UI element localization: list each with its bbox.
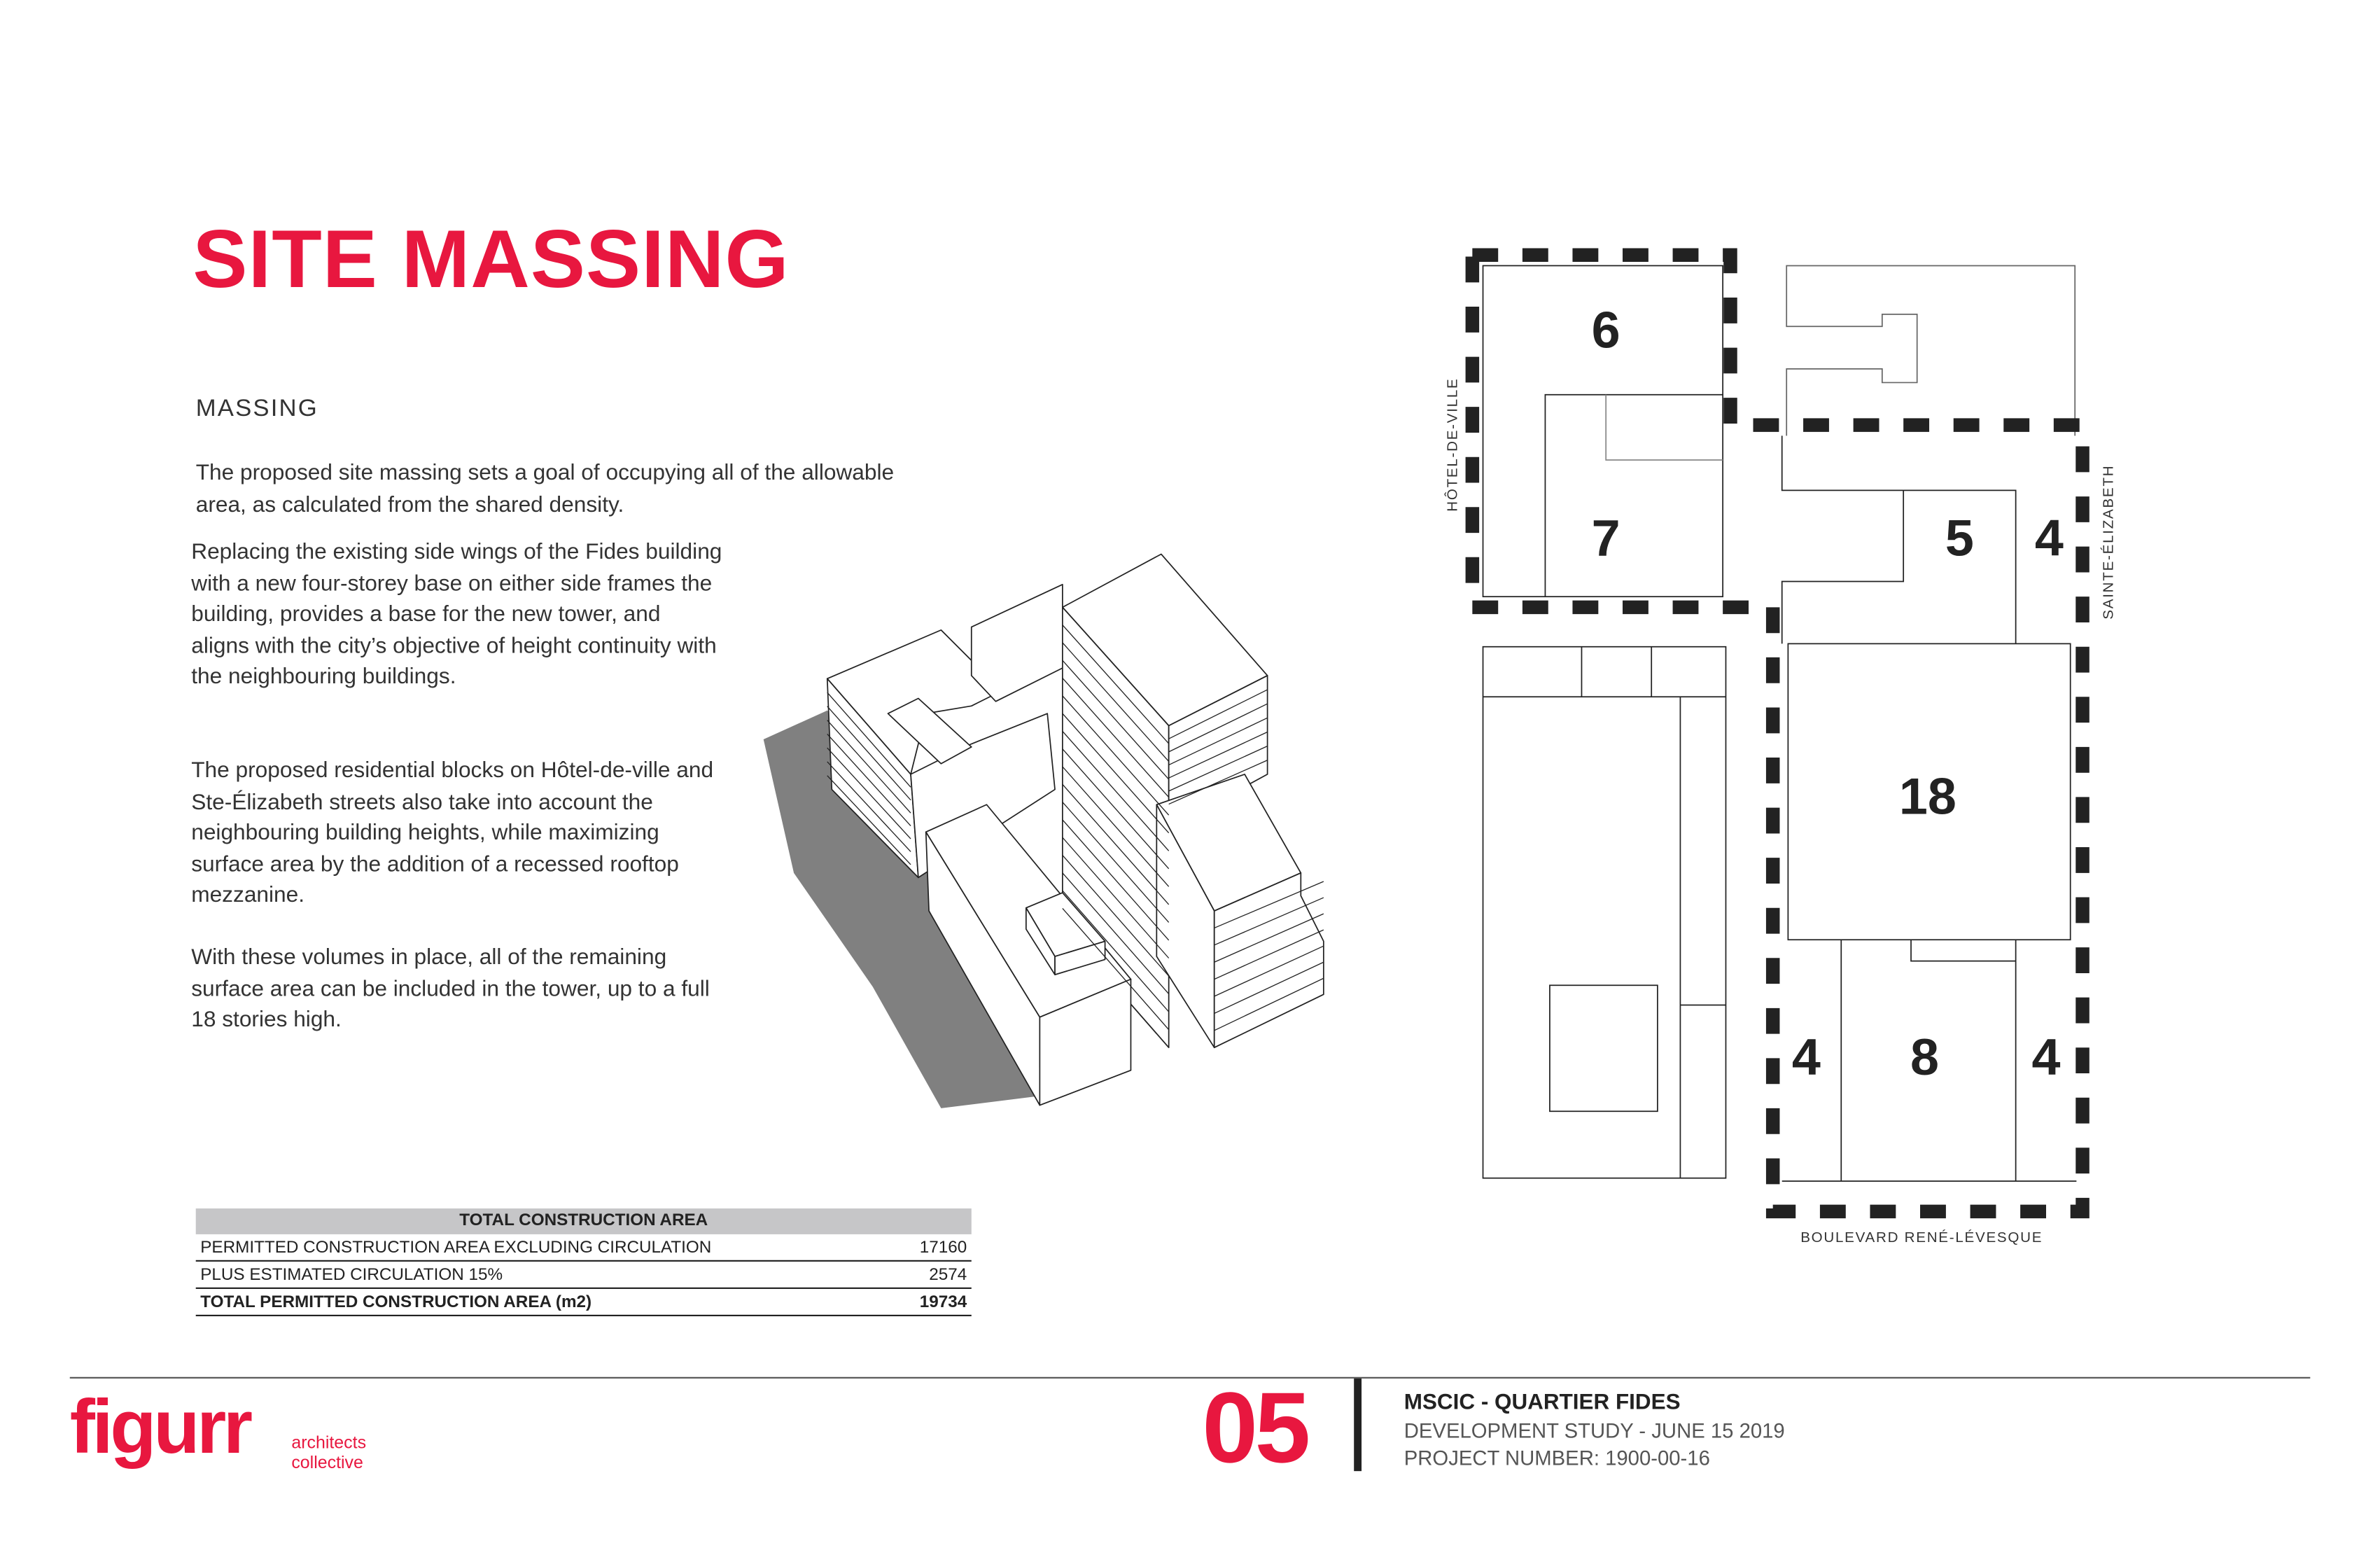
floor-line [1062,642,1170,762]
street-label-east: SAINTE-ÉLIZABETH [2100,465,2116,620]
floor-line [1214,929,1324,980]
floor-line [1214,913,1324,963]
street-label-west: HÔTEL-DE-VILLE [1445,378,1461,512]
row-value: 19734 [919,1293,967,1312]
floor-line [1214,977,1324,1031]
floor-line [1062,872,1170,995]
row-value: 17160 [919,1239,967,1257]
site-boundary [1465,248,2090,1219]
floor-line [1062,783,1170,905]
floor-line [1062,660,1170,780]
floor-line [1214,945,1324,997]
floor-line [827,775,911,865]
storey-label: 18 [1899,767,1956,825]
storey-label: 5 [1945,509,1974,567]
row-value: 2574 [929,1266,967,1285]
figurr-logo: figurr [69,1384,253,1470]
floor-line [1168,746,1268,792]
floor-line [827,761,911,852]
front-block-side [1039,978,1132,1106]
storey-label: 4 [2035,509,2064,567]
floor-line [1168,760,1268,805]
project-title: MSCIC - QUARTIER FIDES [1404,1390,1681,1415]
paragraph: With these volumes in place, all of the … [191,945,710,1033]
floor-line [1168,731,1268,779]
street-label-south: BOULEVARD RENÉ-LÉVESQUE [1800,1229,2043,1246]
floor-line [1168,703,1268,753]
floor-line [1062,855,1170,977]
floor-line [1062,802,1170,923]
site-plan: 6 7 5 4 18 4 8 4 HÔTEL-DE-VILLE SAINTE-É… [1445,248,2116,1246]
logo-tagline-line: collective [291,1454,363,1473]
floor-line [1062,713,1170,834]
isometric-massing-drawing [763,553,1324,1108]
footer-divider [69,1376,2311,1379]
floor-line [827,720,911,814]
table-row: PLUS ESTIMATED CIRCULATION 15% 2574 [195,1262,972,1289]
table-header: TOTAL CONSTRUCTION AREA [195,1208,972,1234]
intro-text: The proposed site massing sets a goal of… [195,461,895,517]
project-number: PROJECT NUMBER: 1900-00-16 [1404,1446,1710,1470]
floor-line [1214,961,1324,1014]
storey-label: 4 [2032,1028,2061,1086]
storey-label: 8 [1910,1028,1939,1086]
storey-label: 4 [1792,1028,1821,1086]
storey-label: 6 [1592,301,1620,359]
floor-line [1214,897,1324,946]
page-number: 05 [1202,1371,1310,1484]
row-label: PERMITTED CONSTRUCTION AREA EXCLUDING CI… [200,1239,712,1257]
floor-line [1168,689,1268,739]
table-row: PERMITTED CONSTRUCTION AREA EXCLUDING CI… [195,1234,972,1262]
construction-area-table: TOTAL CONSTRUCTION AREA PERMITTED CONSTR… [195,1208,972,1317]
floor-line [1214,881,1324,929]
floor-line [827,692,911,788]
floor-line [1062,731,1170,851]
row-label: TOTAL PERMITTED CONSTRUCTION AREA (m2) [200,1293,592,1312]
study-date: DEVELOPMENT STUDY - JUNE 15 2019 [1404,1419,1785,1442]
floor-line [1062,890,1170,1012]
floor-line [1062,907,1170,1031]
section-heading: MASSING [195,396,318,422]
storey-label: 7 [1592,509,1620,567]
page-title: SITE MASSING [192,214,790,305]
floor-line [827,733,911,827]
floor-line [1062,766,1170,887]
row-label: PLUS ESTIMATED CIRCULATION 15% [200,1266,503,1285]
floor-line [1168,717,1268,766]
floor-line [1062,748,1170,870]
floor-line [827,747,911,839]
floor-line [1062,819,1170,941]
floor-line [1062,678,1170,798]
floor-line [827,706,911,801]
floor-line [1062,837,1170,958]
table-row-total: TOTAL PERMITTED CONSTRUCTION AREA (m2) 19… [195,1289,972,1317]
paragraph: The proposed residential blocks on Hôtel… [191,759,714,908]
paragraph: Replacing the existing side wings of the… [191,540,722,690]
logo-tagline-line: architects [291,1435,367,1453]
floor-line [1062,625,1170,744]
footer-separator [1354,1378,1362,1472]
floor-line [1062,695,1170,816]
